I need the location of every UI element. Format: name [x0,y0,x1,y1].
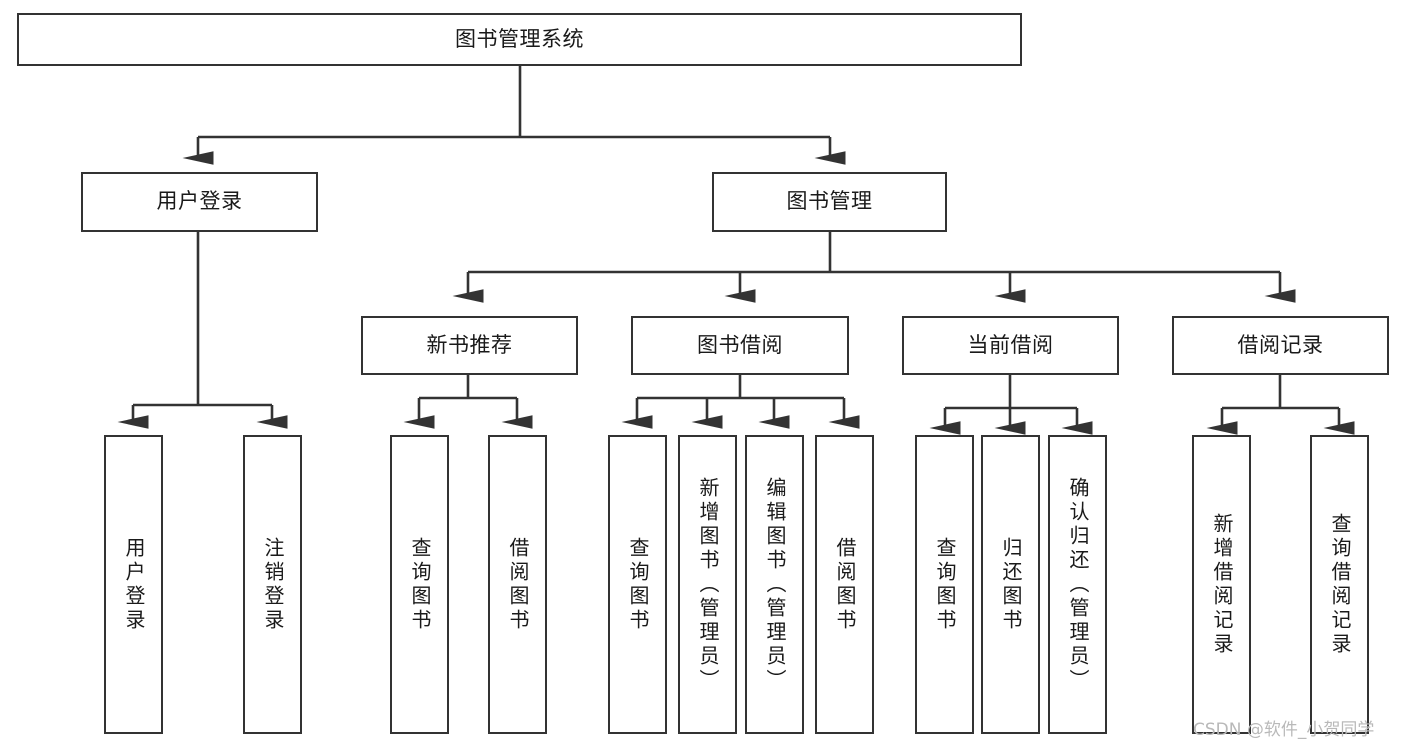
node-label: 图书管理系统 [455,26,584,51]
node-label: 借阅记录 [1237,332,1324,357]
node-leaf-query-book-2[interactable]: 查询图书 [608,435,667,734]
node-label: 新增图书（管理员） [696,476,720,693]
node-label: 查询图书 [933,536,957,633]
node-leaf-add-book[interactable]: 新增图书（管理员） [678,435,737,734]
node-root-book-management-system[interactable]: 图书管理系统 [17,13,1022,66]
connector-group-user-login [117,232,288,429]
node-label: 新增借阅记录 [1210,512,1234,657]
node-leaf-borrow-book-2[interactable]: 借阅图书 [815,435,874,734]
node-label: 借阅图书 [833,536,857,633]
connector-group-borrow-record [1206,375,1355,435]
node-leaf-return-book[interactable]: 归还图书 [981,435,1040,734]
node-label: 图书管理 [786,189,873,214]
node-leaf-add-record[interactable]: 新增借阅记录 [1192,435,1251,734]
node-label: 查询图书 [626,536,650,633]
node-label: 确认归还（管理员） [1066,476,1090,693]
node-leaf-logout-login[interactable]: 注销登录 [243,435,302,734]
node-leaf-borrow-book-1[interactable]: 借阅图书 [488,435,547,734]
node-leaf-edit-book[interactable]: 编辑图书（管理员） [745,435,804,734]
node-leaf-user-login[interactable]: 用户登录 [104,435,163,734]
node-leaf-query-record[interactable]: 查询借阅记录 [1310,435,1369,734]
node-label: 编辑图书（管理员） [763,476,787,693]
node-label: 新书推荐 [426,332,513,357]
node-label: 查询借阅记录 [1328,512,1352,657]
node-label: 图书借阅 [697,332,783,357]
connector-group-new-book-recommend [403,375,533,429]
connector-group-root [182,66,846,165]
connector-group-book-borrow [621,375,860,429]
node-book-borrow[interactable]: 图书借阅 [631,316,849,375]
node-label: 查询图书 [408,536,432,633]
node-leaf-confirm-return[interactable]: 确认归还（管理员） [1048,435,1107,734]
node-leaf-query-book-1[interactable]: 查询图书 [390,435,449,734]
node-label: 归还图书 [999,536,1023,633]
node-label: 当前借阅 [967,332,1054,357]
node-new-book-recommend[interactable]: 新书推荐 [361,316,578,375]
node-label: 借阅图书 [506,536,530,633]
node-label: 用户登录 [156,189,243,214]
node-leaf-query-book-3[interactable]: 查询图书 [915,435,974,734]
node-label: 用户登录 [122,536,146,633]
connector-group-current-borrow [929,375,1093,435]
node-current-borrow[interactable]: 当前借阅 [902,316,1119,375]
node-user-login[interactable]: 用户登录 [81,172,318,232]
node-borrow-record[interactable]: 借阅记录 [1172,316,1389,375]
node-label: 注销登录 [261,536,285,633]
node-book-management[interactable]: 图书管理 [712,172,947,232]
connector-group-book-management [452,232,1296,303]
